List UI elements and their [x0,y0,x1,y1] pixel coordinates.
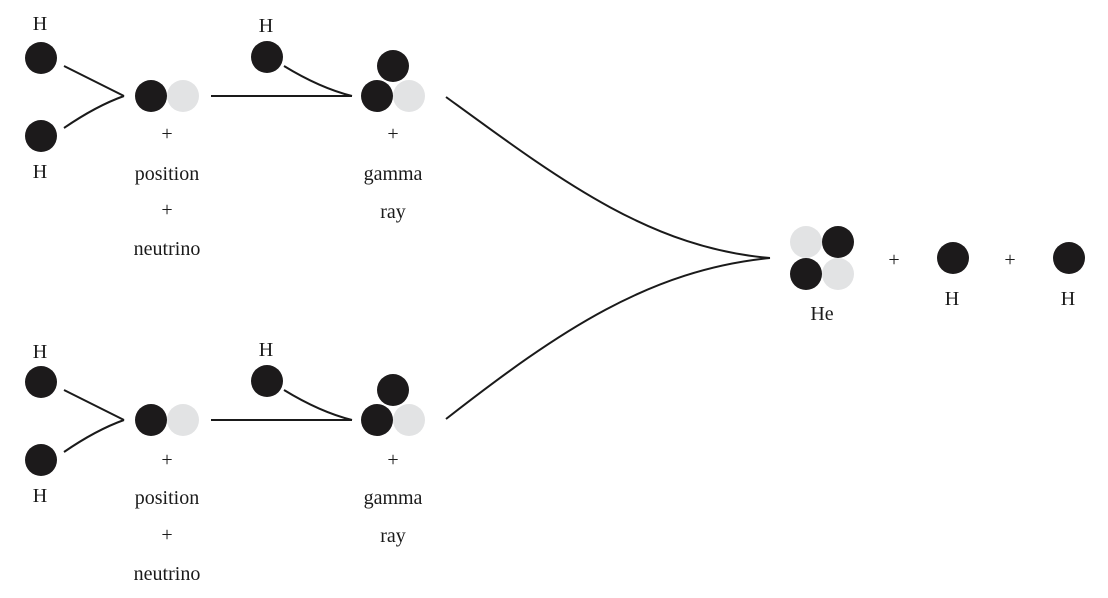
top-positron-label: position [135,163,199,185]
bottom-plus-2: + [161,524,172,546]
bottom-ray-label: ray [380,525,406,547]
bottom-h2-label: H [33,485,47,507]
top-merge-line-lower [63,95,125,129]
bottom-h3-label: H [259,339,273,361]
bottom-positron-label: position [135,487,199,509]
helium4-proton-lower [790,258,822,290]
helium4-neutron-upper [790,226,822,258]
top-h2-proton [25,120,57,152]
top-h3-proton [251,41,283,73]
product-h1-label: H [945,288,959,310]
product-h2-proton [1053,242,1085,274]
top-gamma-label: gamma [364,163,423,185]
product-h2-label: H [1061,288,1075,310]
helium4-neutron-lower [822,258,854,290]
product-plus-2: + [1004,249,1015,271]
top-step2-merge-line [283,65,353,97]
top-plus-1: + [161,123,172,145]
helium4-nucleus [790,226,854,290]
bottom-branch: H H + position + neutrino H + gamma ray [25,339,425,585]
converge-line-lower [445,257,771,420]
bottom-plus-3: + [387,449,398,471]
bottom-h1-proton [25,366,57,398]
top-helium3-neutron [393,80,425,112]
top-helium3-proton-upper [377,50,409,82]
top-h3-label: H [259,15,273,37]
top-ray-label: ray [380,201,406,223]
top-plus-3: + [387,123,398,145]
top-h1-label: H [33,13,47,35]
bottom-helium3-proton-upper [377,374,409,406]
top-deuterium-neutron [167,80,199,112]
top-deuterium-proton [135,80,167,112]
bottom-neutrino-label: neutrino [134,563,201,585]
bottom-gamma-label: gamma [364,487,423,509]
top-merge-line-upper [63,65,125,97]
bottom-helium3-proton-lower [361,404,393,436]
top-h1-proton [25,42,57,74]
top-helium3-proton-lower [361,80,393,112]
product-h1-proton [937,242,969,274]
bottom-step2-merge-line [283,389,353,421]
bottom-helium3-neutron [393,404,425,436]
top-plus-2: + [161,199,172,221]
top-neutrino-label: neutrino [134,238,201,260]
top-branch: H H + position + neutrino H + gamma ray [25,13,425,260]
bottom-helium3 [361,374,425,436]
bottom-deuterium-neutron [167,404,199,436]
product-plus-1: + [888,249,899,271]
bottom-h1-label: H [33,341,47,363]
bottom-plus-1: + [161,449,172,471]
top-h2-label: H [33,161,47,183]
top-helium3 [361,50,425,112]
bottom-deuterium-proton [135,404,167,436]
bottom-h3-proton [251,365,283,397]
bottom-deuterium [135,404,199,436]
helium4-proton-upper [822,226,854,258]
converge-line-upper [445,96,771,259]
helium-label: He [810,303,833,325]
bottom-merge-line-lower [63,419,125,453]
bottom-merge-line-upper [63,389,125,421]
bottom-h2-proton [25,444,57,476]
top-deuterium [135,80,199,112]
